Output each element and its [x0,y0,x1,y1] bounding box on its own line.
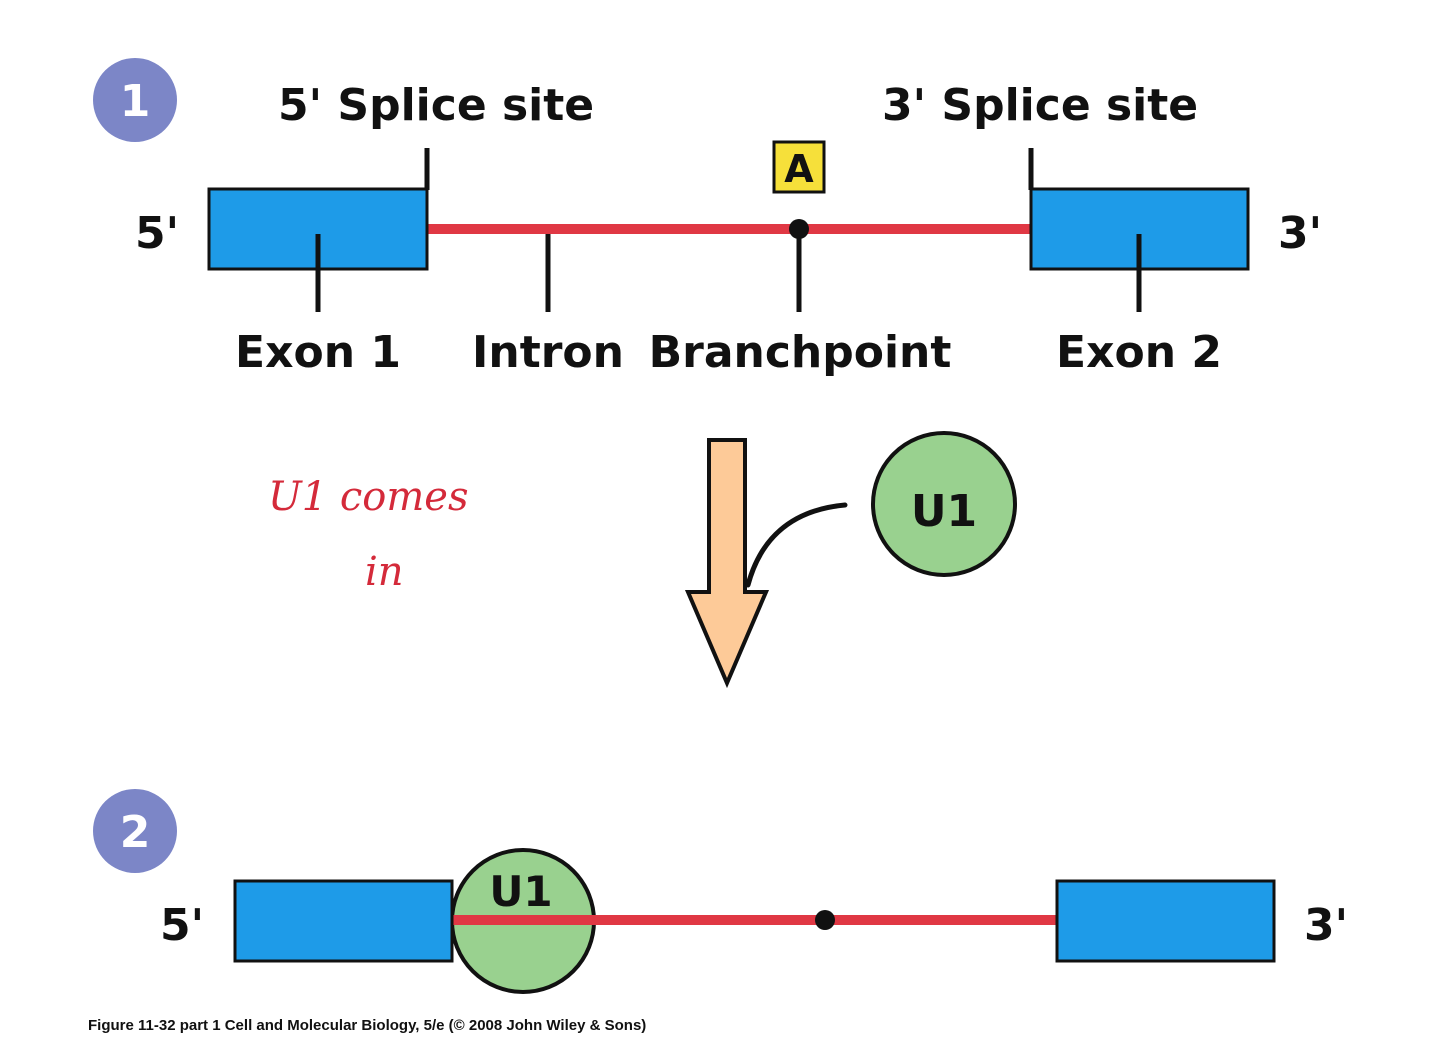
handwritten-note-line2: in [365,549,404,595]
exon2-label: Exon 2 [1056,327,1222,378]
branch-a-box [772,140,826,194]
u1-circle [871,431,1017,577]
step2-number: 2 [120,807,151,858]
intron-label: Intron [472,327,624,378]
step1-group: 1 5' Splice site 3' Splice site A 5' 3' … [93,58,1322,378]
u1-label: U1 [911,486,977,537]
step2-u1-label: U1 [489,867,552,916]
transition-group: U1 U1 comes in [268,431,1017,689]
step2-number-circle [93,789,177,873]
step2-five-end-label: 5' [160,900,204,951]
step1-number-circle [93,58,177,142]
step2-exon1-box [233,879,454,963]
step1-number: 1 [120,76,151,127]
step1-three-end-label: 3' [1278,208,1322,259]
handwritten-note-line1: U1 comes [268,474,469,520]
step2-three-end-label: 3' [1304,900,1348,951]
figure-caption: Figure 11-32 part 1 Cell and Molecular B… [88,1017,646,1034]
down-arrow [684,438,770,689]
step2-branchpoint-dot [815,910,835,930]
step1-five-end-label: 5' [135,208,179,259]
u1-entry-curve [745,502,848,588]
branchpoint-label: Branchpoint [649,327,952,378]
branch-a-letter: A [784,147,814,191]
step1-branchpoint-dot [789,219,809,239]
exon1-label: Exon 1 [235,327,401,378]
step2-exon2-box [1055,879,1276,963]
three-splice-site-label: 3' Splice site [882,80,1198,131]
five-splice-site-label: 5' Splice site [278,80,594,131]
step2-group: 2 5' 3' U1 [93,789,1348,994]
